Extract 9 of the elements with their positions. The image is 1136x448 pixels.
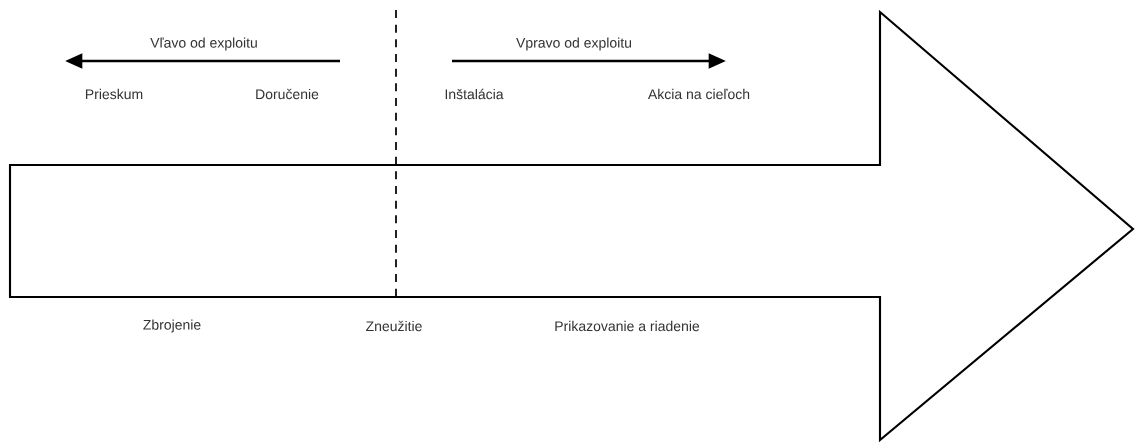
text-label: Vľavo od exploitu bbox=[150, 37, 257, 51]
text-label: Prikazovanie a riadenie bbox=[555, 320, 700, 332]
text-label: Prieskum bbox=[86, 88, 143, 100]
text-label: Akcia na cieľoch bbox=[647, 88, 750, 100]
text-label: Inštalácia bbox=[445, 88, 504, 100]
text-label: Zneužitie bbox=[366, 320, 422, 332]
text-label: Vpravo od exploitu bbox=[516, 37, 632, 51]
text-label: Zbrojenie bbox=[143, 319, 201, 333]
text-label: Doručenie bbox=[256, 88, 319, 100]
